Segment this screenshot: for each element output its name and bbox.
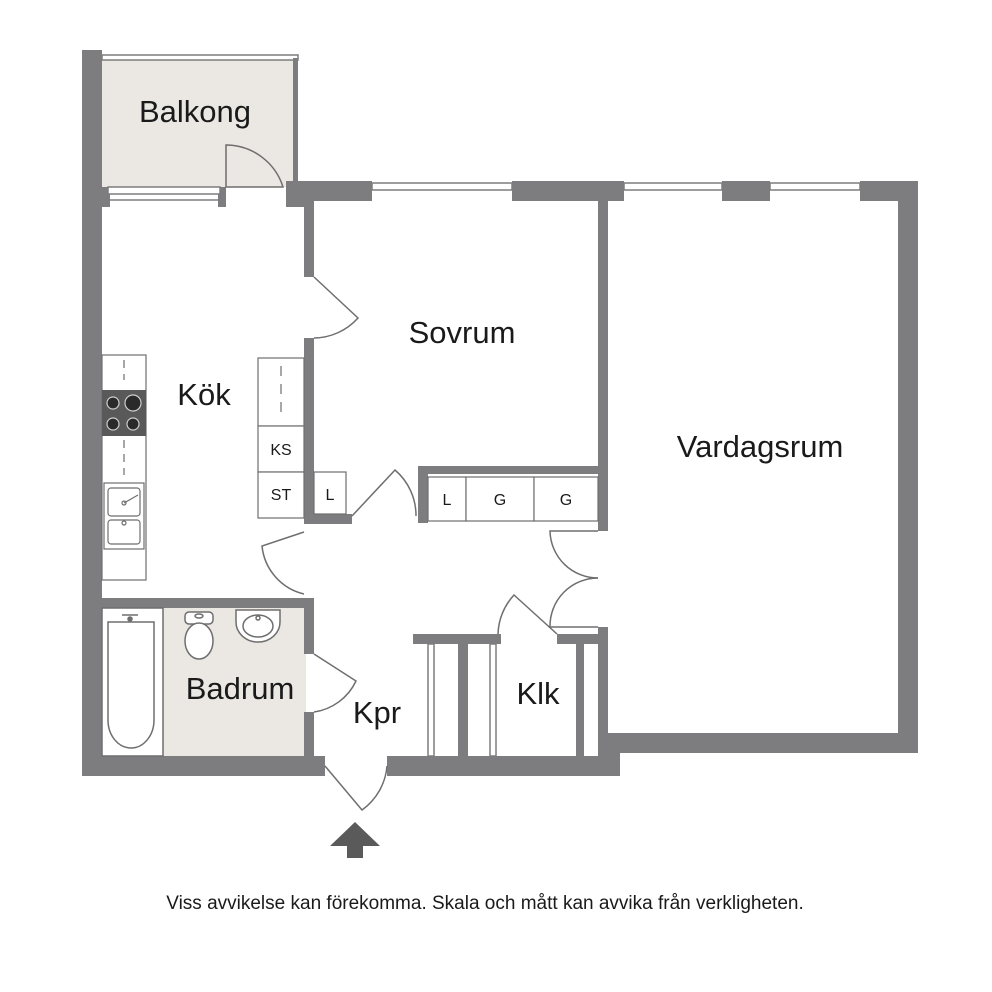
toilet-icon <box>184 611 214 660</box>
wardrobe-g1-label: G <box>494 492 506 509</box>
entrance-arrow-icon <box>330 822 380 858</box>
room-label-badrum: Badrum <box>186 671 295 706</box>
fridge-label: KS <box>270 442 291 459</box>
room-label-balkong: Balkong <box>139 94 251 129</box>
room-label-vardagsrum: Vardagsrum <box>677 429 844 464</box>
wardrobe-g2-label: G <box>560 492 572 509</box>
room-label-klk: Klk <box>516 676 560 711</box>
disclaimer-text: Viss avvikelse kan förekomma. Skala och … <box>166 893 804 914</box>
room-label-kpr: Kpr <box>353 695 401 730</box>
washbasin-icon <box>235 609 281 643</box>
kitchen-cabinets <box>257 357 347 519</box>
door-swings <box>225 144 599 812</box>
freezer-st <box>257 471 305 519</box>
room-label-kok: Kök <box>177 377 231 412</box>
room-label-sovrum: Sovrum <box>409 315 516 350</box>
kitchen-sink-icon <box>103 482 145 550</box>
bathtub-icon <box>101 607 164 757</box>
balcony-floor <box>102 60 294 187</box>
stove-icon <box>102 390 146 436</box>
wardrobes <box>427 476 599 522</box>
kitchen-cabinet-label: L <box>326 487 335 504</box>
freezer-label: ST <box>271 487 292 504</box>
windows <box>107 182 861 201</box>
wardrobe-l-label: L <box>443 492 452 509</box>
walls <box>82 50 918 776</box>
cabinet-l-kitchen <box>313 471 347 515</box>
